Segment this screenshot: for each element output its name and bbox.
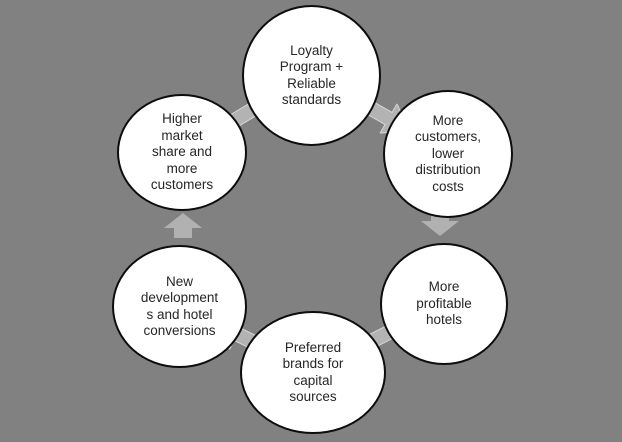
node-label-loyalty-program: Loyalty Program + Reliable standards	[279, 42, 344, 107]
cycle-node-new-developments: New development s and hotel conversions	[112, 245, 247, 368]
node-label-higher-market-share: Higher market share and more customers	[150, 111, 214, 193]
node-label-more-customers: More customers, lower distribution costs	[414, 112, 482, 194]
arrow-customers-to-profitable-icon	[421, 211, 459, 236]
cycle-node-preferred-brands: Preferred brands for capital sources	[240, 311, 386, 434]
cycle-node-loyalty-program: Loyalty Program + Reliable standards	[242, 5, 381, 146]
cycle-node-more-customers: More customers, lower distribution costs	[383, 90, 513, 218]
node-label-new-developments: New development s and hotel conversions	[140, 273, 219, 338]
arrow-developments-to-share-icon	[164, 213, 202, 238]
node-label-preferred-brands: Preferred brands for capital sources	[282, 339, 344, 404]
cycle-node-profitable-hotels: More profitable hotels	[380, 243, 508, 365]
node-label-profitable-hotels: More profitable hotels	[416, 279, 472, 328]
cycle-node-higher-market-share: Higher market share and more customers	[117, 94, 247, 211]
